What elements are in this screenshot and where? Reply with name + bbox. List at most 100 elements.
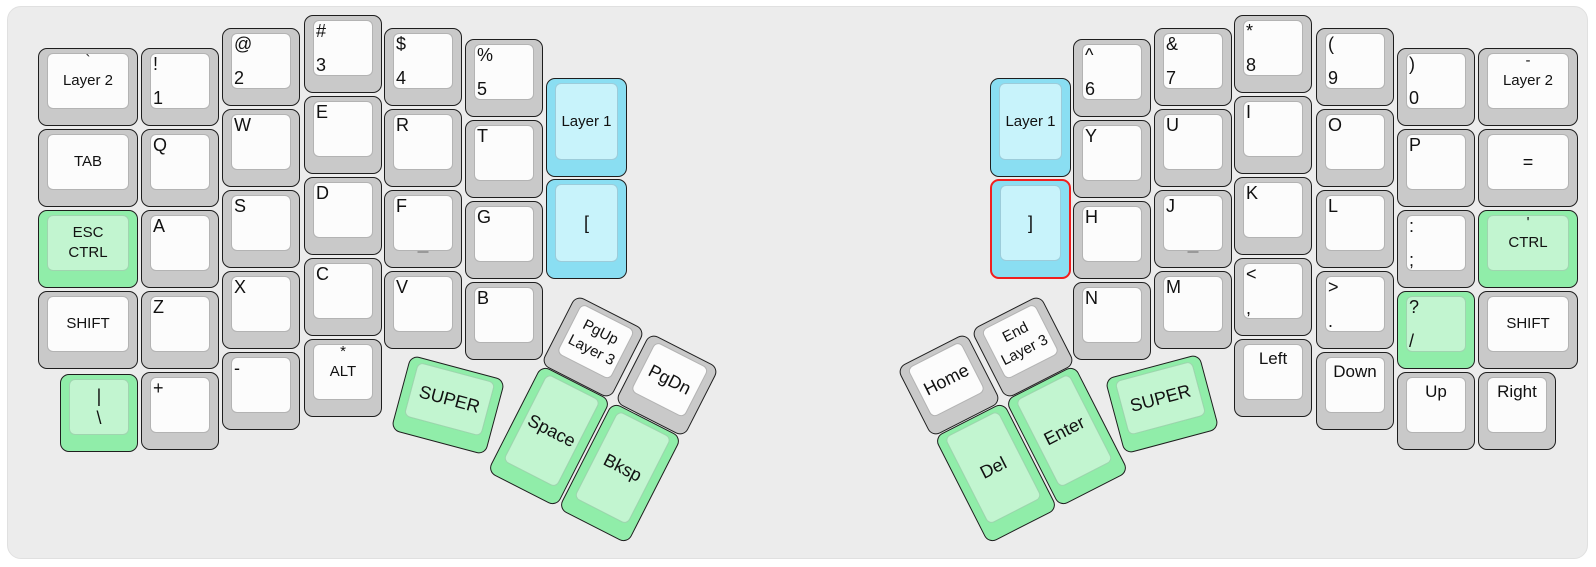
key-esc-ctrl[interactable]: ESC CTRL (38, 210, 138, 288)
key-lbracket[interactable]: [ (546, 179, 627, 279)
key-shift-left[interactable]: SHIFT (38, 291, 138, 369)
key-down[interactable]: Down (1316, 352, 1394, 430)
key-greater-period[interactable]: >. (1316, 271, 1394, 349)
keycap-top (555, 184, 618, 262)
key-layer1-left[interactable]: Layer 1 (546, 78, 627, 177)
key-layer1-right[interactable]: Layer 1 (990, 78, 1071, 177)
key-u[interactable]: U (1154, 109, 1232, 187)
keycap-top (231, 276, 291, 332)
keycap-top (1406, 296, 1466, 352)
keycap-top (393, 276, 453, 332)
key-p[interactable]: P (1397, 129, 1475, 207)
key-caret-6[interactable]: ^6 (1073, 39, 1151, 117)
key-h[interactable]: H (1073, 201, 1151, 279)
key-super-right[interactable]: SUPER (1104, 353, 1220, 455)
key-f[interactable]: F (384, 190, 462, 268)
key-quote-ctrl[interactable]: 'CTRL (1478, 210, 1578, 288)
keycap-top (47, 134, 129, 190)
key-lparen-9[interactable]: (9 (1316, 28, 1394, 106)
key-hash-3[interactable]: #3 (304, 15, 382, 93)
key-e[interactable]: E (304, 96, 382, 174)
key-x[interactable]: X (222, 271, 300, 349)
key-tab[interactable]: TAB (38, 129, 138, 207)
key-at-2[interactable]: @2 (222, 28, 300, 106)
keycap-top (403, 361, 496, 437)
key-plus[interactable]: + (141, 372, 219, 450)
key-o[interactable]: O (1316, 109, 1394, 187)
keycap-top (556, 303, 636, 381)
key-colon-semicolon[interactable]: :; (1397, 210, 1475, 288)
keycap-top (231, 114, 291, 170)
key-exclam-1[interactable]: !1 (141, 48, 219, 126)
key-l[interactable]: L (1316, 190, 1394, 268)
keycap-top (1114, 360, 1207, 436)
keycap-top (393, 195, 453, 251)
key-m[interactable]: M (1154, 271, 1232, 349)
key-super-left[interactable]: SUPER (390, 354, 506, 456)
key-t[interactable]: T (465, 120, 543, 198)
keycap-top (1243, 182, 1303, 238)
key-j[interactable]: J (1154, 190, 1232, 268)
keycap-top (474, 44, 534, 100)
key-star-8[interactable]: *8 (1234, 15, 1312, 93)
key-pipe-backslash[interactable]: | \ (60, 374, 138, 452)
key-k[interactable]: K (1234, 177, 1312, 255)
key-a[interactable]: A (141, 210, 219, 288)
keycap-top (630, 341, 710, 419)
keycap-top (150, 296, 210, 352)
key-b[interactable]: B (465, 282, 543, 360)
key-z[interactable]: Z (141, 291, 219, 369)
key-amp-7[interactable]: &7 (1154, 28, 1232, 106)
keycap-top (1406, 134, 1466, 190)
key-c[interactable]: C (304, 258, 382, 336)
keycap-top (474, 287, 534, 343)
keycap-top (1163, 195, 1223, 251)
keycap-top (393, 33, 453, 89)
key-question-slash[interactable]: ?/ (1397, 291, 1475, 369)
key-q[interactable]: Q (141, 129, 219, 207)
keycap-top (1487, 377, 1547, 433)
keycap-top (150, 53, 210, 109)
key-right[interactable]: Right (1478, 372, 1556, 450)
key-r[interactable]: R (384, 109, 462, 187)
key-g[interactable]: G (465, 201, 543, 279)
key-shift-right[interactable]: SHIFT (1478, 291, 1578, 369)
keycap-top (1406, 53, 1466, 109)
key-n[interactable]: N (1073, 282, 1151, 360)
keycap-top (1163, 33, 1223, 89)
keycap-top (474, 206, 534, 262)
keycap-top (150, 215, 210, 271)
keycap-top (1406, 377, 1466, 433)
keycap-top (47, 53, 129, 109)
keycap-top (1163, 114, 1223, 170)
key-v[interactable]: V (384, 271, 462, 349)
keycap-top (474, 125, 534, 181)
key-i[interactable]: I (1234, 96, 1312, 174)
keycap-top (1325, 357, 1385, 413)
keycap-top (1325, 276, 1385, 332)
key-minus-layer2[interactable]: -Layer 2 (1478, 48, 1578, 126)
keycap-top (1082, 287, 1142, 343)
key-left[interactable]: Left (1234, 339, 1312, 417)
key-less-comma[interactable]: <, (1234, 258, 1312, 336)
key-d[interactable]: D (304, 177, 382, 255)
key-up[interactable]: Up (1397, 372, 1475, 450)
key-s[interactable]: S (222, 190, 300, 268)
key-percent-5[interactable]: %5 (465, 39, 543, 117)
key-equals[interactable]: = (1478, 129, 1578, 207)
keycap-top (313, 182, 373, 238)
key-rparen-0[interactable]: )0 (1397, 48, 1475, 126)
key-rbracket[interactable]: ] (990, 179, 1071, 279)
keycap-top (1406, 215, 1466, 271)
key-w[interactable]: W (222, 109, 300, 187)
keycap-top (1243, 263, 1303, 319)
key-y[interactable]: Y (1073, 120, 1151, 198)
keycap-top (1487, 134, 1569, 190)
key-minus[interactable]: - (222, 352, 300, 430)
key-dollar-4[interactable]: $4 (384, 28, 462, 106)
key-star-alt[interactable]: *ALT (304, 339, 382, 417)
keycap-top (1487, 296, 1569, 352)
keycap-top (1325, 195, 1385, 251)
key-grave-layer2[interactable]: `Layer 2 (38, 48, 138, 126)
keycap-top (231, 357, 291, 413)
